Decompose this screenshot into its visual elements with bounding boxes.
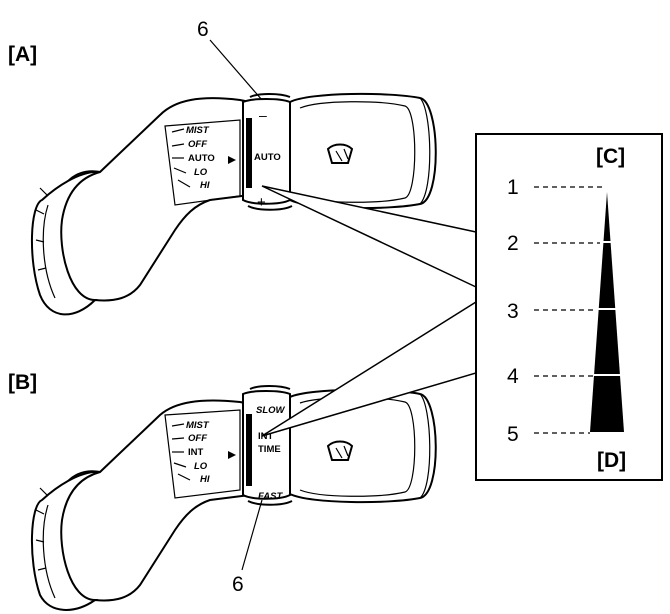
view-a-label: [A] [8,43,37,66]
lever-a-pos-lo: LO [194,167,208,178]
lever-b-pos-mist: MIST [186,420,210,431]
step-1: 1 [507,176,604,199]
lever-a-ring-minus: – [259,107,267,123]
lever-a-ring-scale [246,118,252,188]
lever-b-label-face [164,409,241,499]
lever-b-ring-scale [246,414,252,486]
step-3-label: 3 [507,300,519,323]
step-4: 4 [507,365,594,388]
ring-callout-bottom: 6 [232,573,244,596]
lever-b-position-labels: MIST OFF INT LO HI [171,420,210,485]
lever-a-pos-hi: HI [200,180,210,191]
step-3: 3 [507,300,596,323]
ring-leader-top [209,39,263,101]
lever-b-ring-fast: FAST [258,491,283,502]
ring-callout-top: 6 [197,18,209,41]
lever-b-base [30,470,101,611]
lever-b-ring-mode-1: INT [258,431,274,442]
lever-a-pos-off: OFF [188,139,207,150]
interval-taper-scale [590,192,624,432]
lever-a-pos-mist: MIST [186,125,210,136]
lever-a-position-labels: MIST OFF AUTO LO HI [171,125,215,191]
step-2-label: 2 [507,232,519,255]
lever-a-pos-auto: AUTO [188,153,215,164]
step-2: 2 [507,232,600,255]
view-c-label: [C] [596,145,625,168]
lever-b: MIST OFF INT LO HI SLOW INT TIME FAST [30,385,437,611]
lever-b-pointer [228,451,236,459]
detail-box-frame [475,133,663,481]
step-5: 5 [507,423,590,446]
step-5-label: 5 [507,423,519,446]
lever-b-stalk [46,399,251,603]
lever-b-pos-lo: LO [194,461,208,472]
lever-b-ring-mode-2: TIME [258,444,281,455]
lever-a: MIST OFF AUTO LO HI – AUTO + [30,92,437,316]
ring-leader-bottom [241,499,263,571]
lever-a-base [30,170,101,316]
lever-b-pos-int: INT [188,447,204,458]
lever-a-pointer [228,156,236,164]
view-d-label: [D] [597,449,626,472]
step-4-label: 4 [507,365,519,388]
detail-box: [C] [D] 1 2 3 4 5 [475,133,663,481]
step-1-label: 1 [507,176,519,199]
lever-b-pos-hi: HI [200,474,210,485]
lever-a-ring-mode: AUTO [254,152,281,163]
view-b-label: [B] [8,371,37,394]
lever-b-pos-off: OFF [188,433,207,444]
lever-b-wiper-icon [326,440,354,461]
lever-a-ring-plus: + [257,194,266,211]
lever-b-ring-slow: SLOW [256,405,286,416]
lever-a-stalk [46,97,251,303]
lever-a-label-face [164,119,241,206]
lever-a-wiper-icon [326,143,354,164]
lever-a-knob[interactable] [289,92,437,210]
